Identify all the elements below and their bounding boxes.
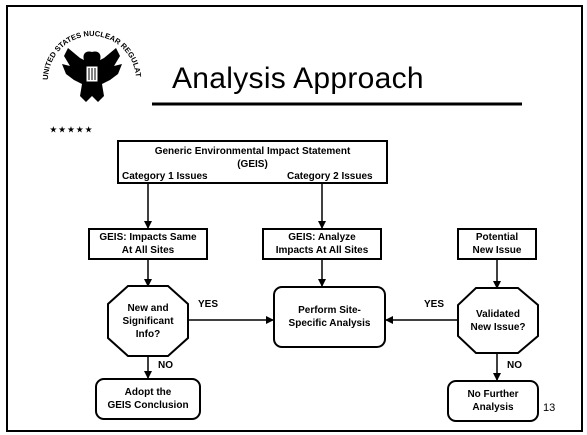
decision-new-info: New and Significant Info? — [108, 286, 188, 356]
new-info-line1: New and — [127, 302, 169, 314]
page-number: 13 — [543, 402, 556, 414]
new-info-line3: Info? — [135, 328, 161, 340]
validated-line1: Validated — [476, 308, 520, 320]
decision-validated-issue: Validated New Issue? — [458, 288, 538, 353]
perform-line2: Specific Analysis — [288, 318, 371, 329]
impacts-same-box: GEIS: Impacts Same At All Sites — [88, 228, 208, 260]
nrc-seal: UNITED STATES NUCLEAR REGULATORY COMMISS… — [0, 0, 143, 134]
yes-label-right: YES — [424, 299, 445, 310]
potential-issue-line2: New Issue — [472, 245, 522, 256]
new-info-line2: Significant — [122, 315, 174, 327]
validated-line2: New Issue? — [470, 321, 526, 333]
analyze-impacts-line2: Impacts At All Sites — [275, 245, 369, 256]
no-further-analysis-box: No Further Analysis — [447, 380, 539, 422]
decision-new-info-shape — [107, 285, 189, 357]
no-label-right: NO — [507, 360, 522, 371]
potential-issue-line1: Potential — [475, 232, 519, 243]
impacts-same-line1: GEIS: Impacts Same — [99, 232, 197, 243]
decision-validated-shape — [457, 287, 539, 354]
adopt-line1: Adopt the — [124, 387, 172, 398]
potential-issue-box: Potential New Issue — [457, 228, 537, 260]
page-title: Analysis Approach — [172, 62, 424, 95]
geis-box: Generic Environmental Impact Statement (… — [117, 140, 388, 184]
impacts-same-line2: At All Sites — [121, 245, 175, 256]
adopt-line2: GEIS Conclusion — [107, 400, 189, 411]
adopt-conclusion-box: Adopt the GEIS Conclusion — [95, 378, 201, 420]
seal-stars: ★ ★ ★ ★ ★ — [50, 125, 93, 134]
no-label-left: NO — [158, 360, 173, 371]
no-further-line2: Analysis — [472, 402, 514, 413]
analyze-impacts-line1: GEIS: Analyze — [288, 232, 356, 243]
geis-line2: (GEIS) — [237, 159, 268, 170]
eagle-icon — [62, 48, 122, 102]
category-1-label: Category 1 Issues — [122, 171, 208, 182]
category-2-label: Category 2 Issues — [287, 171, 373, 182]
geis-line1: Generic Environmental Impact Statement — [154, 146, 351, 157]
no-further-line1: No Further — [467, 389, 519, 400]
analyze-impacts-box: GEIS: Analyze Impacts At All Sites — [262, 228, 382, 260]
yes-label-left: YES — [198, 299, 219, 310]
perform-analysis-box: Perform Site- Specific Analysis — [273, 286, 386, 348]
perform-line1: Perform Site- — [298, 305, 361, 316]
